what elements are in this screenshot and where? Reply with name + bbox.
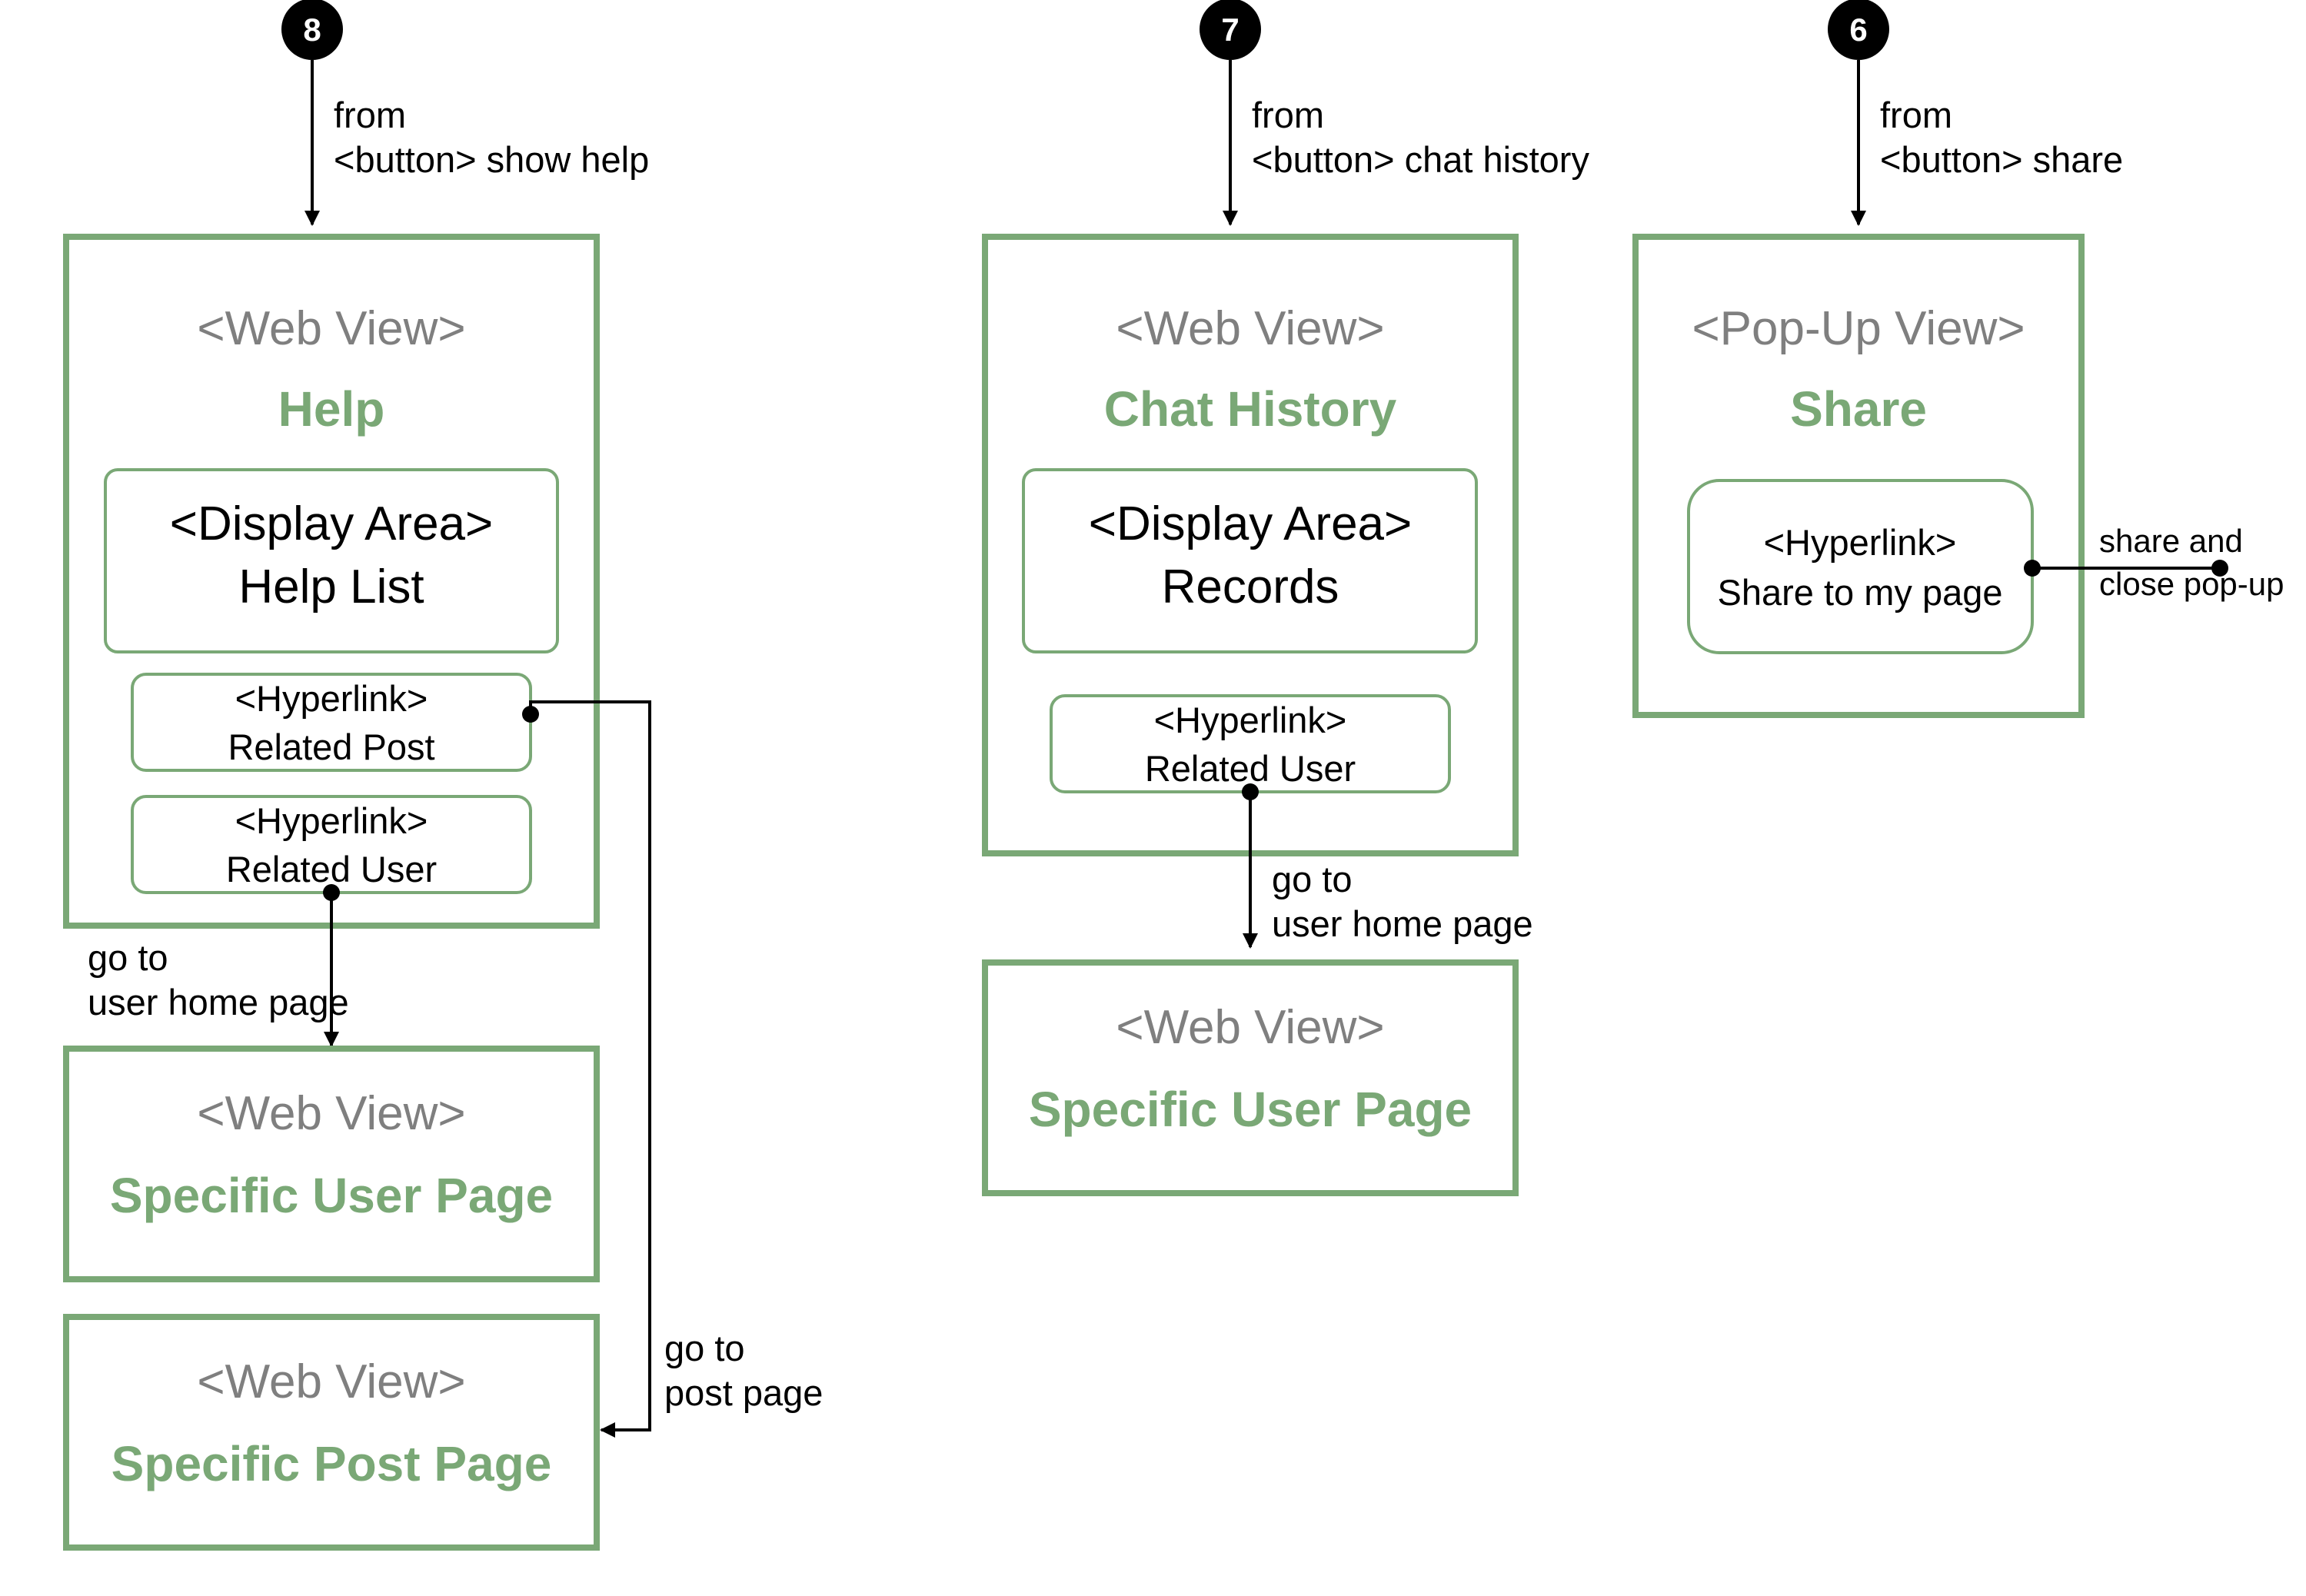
entry-note-chat-line1: from bbox=[1252, 95, 1324, 135]
chat-view-type: <Web View> bbox=[1116, 302, 1384, 355]
transition-help-post-line2: post page bbox=[664, 1372, 823, 1413]
chat-display-area-type: <Display Area> bbox=[1089, 497, 1412, 550]
step-badge-6-label: 6 bbox=[1849, 12, 1867, 48]
related-user-link-chat-type: <Hyperlink> bbox=[1154, 700, 1347, 740]
help-display-area: <Display Area> Help List bbox=[104, 468, 559, 653]
related-user-link-help[interactable]: <Hyperlink> Related User bbox=[131, 795, 532, 894]
share-view-title: Share bbox=[1790, 381, 1927, 437]
chat-user-page-type: <Web View> bbox=[1116, 1001, 1384, 1054]
help-view-title: Help bbox=[278, 381, 385, 437]
step-badge-7-label: 7 bbox=[1221, 12, 1239, 48]
step-badge-8 bbox=[281, 0, 343, 60]
related-post-link-type: <Hyperlink> bbox=[235, 678, 428, 719]
share-flow: 6 from <button> share <Pop-Up View> Shar… bbox=[1632, 0, 2284, 718]
transition-help-user-line1: go to bbox=[88, 937, 168, 978]
chat-display-area-label: Records bbox=[1162, 560, 1339, 613]
help-user-page-title: Specific User Page bbox=[110, 1168, 553, 1223]
help-flow: 8 from <button> show help <Web View> Hel… bbox=[63, 0, 823, 1551]
related-post-link[interactable]: <Hyperlink> Related Post bbox=[131, 673, 532, 772]
share-popup-view: <Pop-Up View> Share <Hyperlink> Share to… bbox=[1632, 234, 2085, 718]
share-link-label[interactable]: Share to my page bbox=[1718, 572, 2003, 613]
help-specific-user-page: <Web View> Specific User Page bbox=[63, 1046, 600, 1282]
related-user-link-chat[interactable]: <Hyperlink> Related User bbox=[1050, 694, 1451, 793]
transition-help-post-line1: go to bbox=[664, 1328, 745, 1368]
entry-note-chat-line2: <button> chat history bbox=[1252, 139, 1589, 180]
related-user-link-help-label[interactable]: Related User bbox=[226, 849, 437, 889]
chat-display-area: <Display Area> Records bbox=[1022, 468, 1478, 653]
share-link-connector-end bbox=[2211, 560, 2228, 577]
chat-view: <Web View> Chat History <Display Area> R… bbox=[982, 234, 1519, 856]
help-user-page-type: <Web View> bbox=[197, 1087, 465, 1140]
related-user-link-help-type: <Hyperlink> bbox=[235, 800, 428, 841]
help-post-page-title: Specific Post Page bbox=[111, 1436, 552, 1491]
help-post-page-type: <Web View> bbox=[197, 1355, 465, 1408]
share-view-type: <Pop-Up View> bbox=[1692, 302, 2025, 355]
related-user-link-chat-label[interactable]: Related User bbox=[1145, 748, 1356, 789]
arrow-help-to-post-page bbox=[529, 700, 651, 1438]
entry-note-help-line2: <button> show help bbox=[334, 139, 649, 180]
chat-specific-user-page: <Web View> Specific User Page bbox=[982, 959, 1519, 1196]
entry-note-help-line1: from bbox=[334, 95, 406, 135]
chat-flow: 7 from <button> chat history <Web View> … bbox=[982, 0, 1589, 1196]
transition-chat-user-line1: go to bbox=[1272, 859, 1353, 899]
help-view-type: <Web View> bbox=[197, 302, 465, 355]
related-post-link-label[interactable]: Related Post bbox=[228, 727, 434, 767]
entry-note-share-line1: from bbox=[1880, 95, 1952, 135]
step-badge-8-label: 8 bbox=[303, 12, 321, 48]
help-display-area-type: <Display Area> bbox=[170, 497, 493, 550]
share-to-my-page-link[interactable]: <Hyperlink> Share to my page bbox=[1687, 479, 2034, 654]
transition-share-close-line1: share and bbox=[2099, 523, 2243, 559]
help-display-area-label: Help List bbox=[238, 560, 424, 613]
step-badge-7 bbox=[1200, 0, 1261, 60]
chat-view-title: Chat History bbox=[1104, 381, 1397, 437]
help-view: <Web View> Help <Display Area> Help List… bbox=[63, 234, 600, 929]
step-badge-6 bbox=[1828, 0, 1889, 60]
transition-help-user-line2: user home page bbox=[88, 982, 349, 1022]
help-specific-post-page: <Web View> Specific Post Page bbox=[63, 1314, 600, 1551]
transition-chat-user-line2: user home page bbox=[1272, 903, 1533, 944]
transition-share-close-line2: close pop-up bbox=[2099, 566, 2284, 602]
share-link-type: <Hyperlink> bbox=[1764, 522, 1957, 563]
entry-note-share-line2: <button> share bbox=[1880, 139, 2123, 180]
chat-user-page-title: Specific User Page bbox=[1029, 1082, 1472, 1137]
